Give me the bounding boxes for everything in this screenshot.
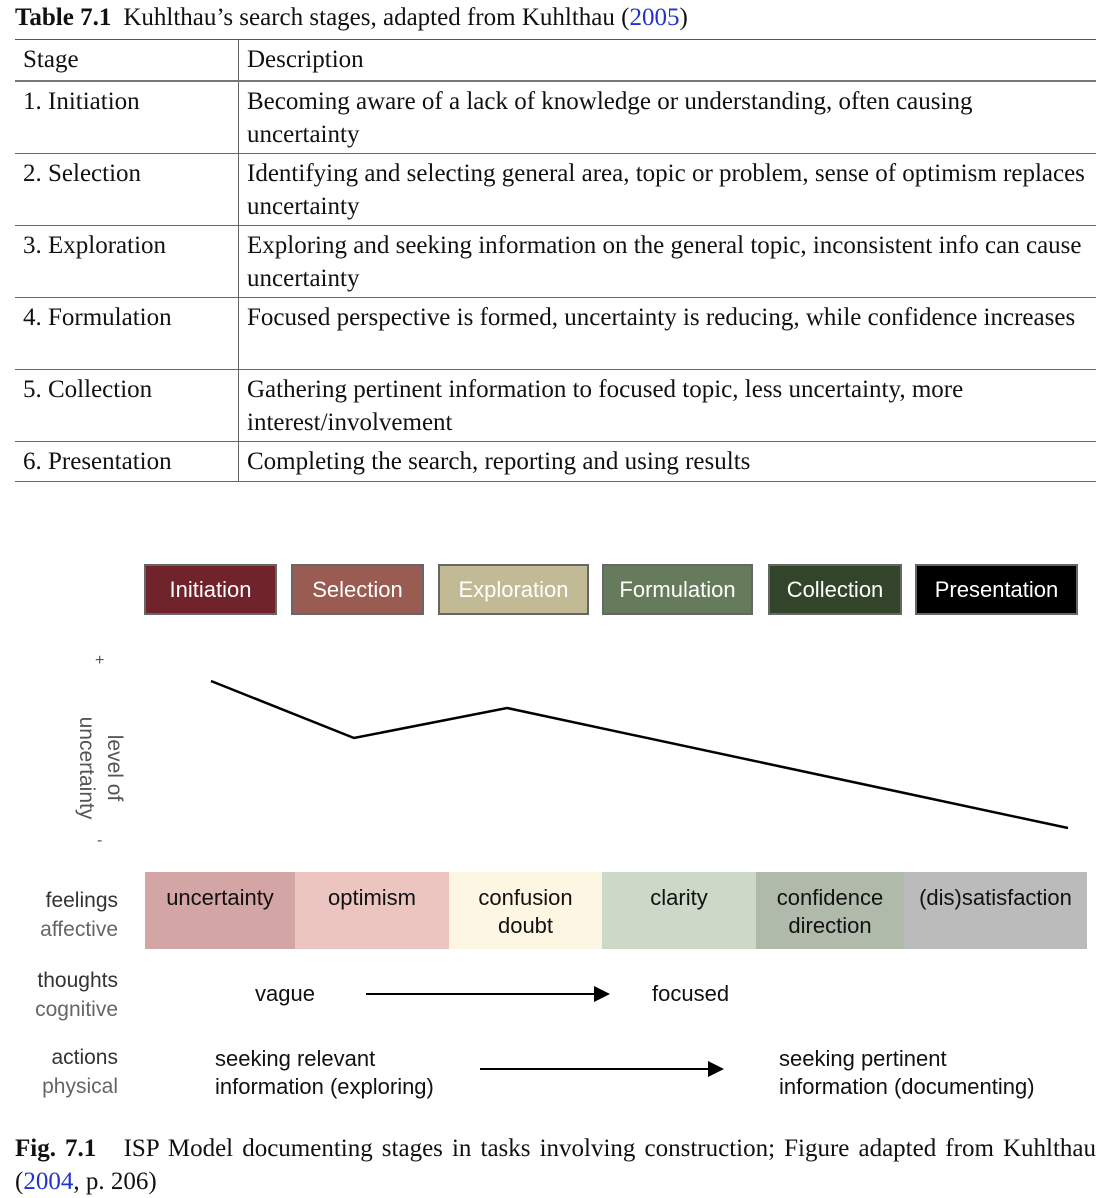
arrowhead-icon [594, 986, 610, 1002]
physical-from: seeking relevant information (exploring) [215, 1045, 434, 1101]
feeling-label: uncertainty [166, 885, 274, 910]
description-cell: Becoming aware of a lack of knowledge or… [238, 81, 1096, 154]
feeling-label: clarity [650, 885, 708, 910]
row-label-affective: feelings affective [8, 886, 118, 944]
feeling-label: optimism [327, 885, 416, 910]
citation-link[interactable]: 2004 [23, 1168, 74, 1195]
stage-cell: 4. Formulation [15, 297, 239, 370]
figure-label: Fig. 7.1 [15, 1135, 97, 1162]
description-cell: Exploring and seeking information on the… [238, 225, 1096, 298]
feeling-optimism: optimism [295, 872, 449, 949]
stage-cell: 6. Presentation [15, 441, 239, 482]
stage-cell: 5. Collection [15, 369, 239, 442]
caption-end: ) [679, 4, 688, 31]
stage-box-formulation: Formulation [602, 564, 753, 615]
table-header: Stage Description [15, 39, 1096, 82]
physical-to: seeking pertinent information (documentin… [779, 1045, 1035, 1101]
description-cell: Completing the search, reporting and usi… [238, 441, 1096, 482]
feeling-confidence-direction: confidence direction [756, 872, 904, 949]
feeling-confusion-doubt: confusion doubt [449, 872, 602, 949]
uncertainty-line [210, 679, 1069, 830]
row-label-cognitive: thoughts cognitive [8, 966, 118, 1024]
caption-text: ISP Model documenting stages in tasks in… [15, 1135, 1097, 1195]
feeling-label: doubt [497, 913, 554, 938]
description-cell: Focused perspective is formed, uncertain… [238, 297, 1096, 370]
header-description: Description [238, 39, 1096, 82]
stage-box-exploration: Exploration [438, 564, 589, 615]
stage-cell: 3. Exploration [15, 225, 239, 298]
arrowhead-icon [708, 1061, 724, 1077]
stage-box-collection: Collection [768, 564, 902, 615]
physical-to-line1: seeking pertinent [779, 1046, 947, 1071]
stage-cell: 2. Selection [15, 153, 239, 226]
row-label-b: physical [42, 1075, 118, 1098]
citation-link[interactable]: 2005 [629, 4, 680, 31]
stage-box-presentation: Presentation [915, 564, 1078, 615]
feeling-label: confusion [478, 885, 573, 910]
caption-end: , p. 206) [73, 1168, 157, 1195]
axis-plus: + [95, 652, 105, 669]
row-label-physical: actions physical [8, 1043, 118, 1101]
feeling-label: confidence [776, 885, 884, 910]
feeling-label: direction [788, 913, 872, 938]
feeling-dissatisfaction: (dis)satisfaction [904, 872, 1087, 949]
figure-caption: Fig. 7.1 ISP Model documenting stages in… [15, 1132, 1096, 1198]
stage-box-selection: Selection [291, 564, 424, 615]
stage-cell: 1. Initiation [15, 81, 239, 154]
physical-to-line2: information (documenting) [779, 1074, 1035, 1099]
row-label-a: thoughts [37, 969, 118, 992]
table-label: Table 7.1 [15, 4, 112, 31]
stage-box-initiation: Initiation [144, 564, 277, 615]
cognitive-to: focused [652, 981, 730, 1006]
header-stage: Stage [15, 39, 239, 82]
table-caption: Table 7.1 Kuhlthau’s search stages, adapt… [15, 4, 688, 32]
feeling-clarity: clarity [602, 872, 756, 949]
row-label-b: affective [40, 918, 118, 941]
description-cell: Gathering pertinent information to focus… [238, 369, 1096, 442]
row-label-a: actions [51, 1046, 118, 1069]
axis-minus: - [97, 832, 103, 849]
feeling-label: (dis)satisfaction [919, 885, 1072, 910]
cognitive-from: vague [255, 981, 315, 1006]
feeling-uncertainty: uncertainty [145, 872, 295, 949]
description-cell: Identifying and selecting general area, … [238, 153, 1096, 226]
physical-from-line2: information (exploring) [215, 1074, 434, 1099]
caption-text: Kuhlthau’s search stages, adapted from K… [123, 4, 630, 31]
physical-from-line1: seeking relevant [215, 1046, 376, 1071]
row-label-a: feelings [45, 889, 118, 912]
row-label-b: cognitive [35, 998, 118, 1021]
